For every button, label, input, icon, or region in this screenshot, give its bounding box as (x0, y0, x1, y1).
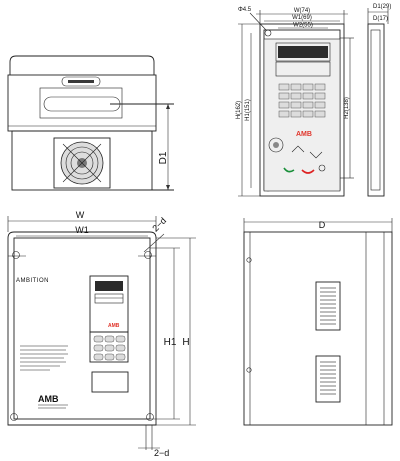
front-warning-text-block (20, 345, 68, 371)
front-nameplate (91, 371, 129, 393)
mount-hole-bottom-left (10, 413, 18, 421)
panel-side-view: D1(29) D(17) (367, 4, 391, 197)
panel-flange (259, 23, 345, 197)
panel-screw-hole-top (264, 29, 272, 37)
side-vent-lower (315, 355, 341, 403)
panel-down-arrow-icon (309, 151, 323, 159)
side-view-body (243, 231, 393, 426)
panel-lcd (278, 46, 328, 58)
top-view-cover (9, 55, 155, 75)
panel-up-arrow-icon (291, 145, 305, 153)
panel-stop-icon (301, 169, 315, 174)
front-2d-top-label: 2−d (150, 216, 168, 234)
top-view-body (7, 74, 157, 132)
front-brand-label: AMBITION (16, 278, 49, 284)
top-view-window (39, 87, 123, 119)
panel-keypad (278, 83, 326, 118)
panel-run-icon (283, 167, 295, 173)
front-view: W W1 2−d AMBITION AMB AMB (7, 210, 196, 458)
mount-hole-top-left (12, 251, 20, 259)
front-logo: AMB (38, 394, 59, 404)
side-vent-upper (315, 281, 341, 331)
panel-h-total-label: H(162) (236, 101, 242, 119)
panel-side-body (367, 23, 385, 197)
front-keypad (93, 335, 126, 361)
side-view: D (243, 218, 393, 426)
panel-w1-label: W1(69) (292, 15, 312, 21)
front-view-body (7, 231, 157, 426)
front-h-label: H (182, 337, 189, 348)
panel-w2-label: W2(55) (293, 23, 313, 29)
fan-housing (53, 137, 111, 189)
front-w-label: W (76, 210, 85, 220)
top-view: D1 (7, 55, 174, 191)
panel-w-total-label: W(74) (294, 8, 310, 14)
front-h1-label: H1 (164, 337, 177, 348)
front-lcd (95, 281, 123, 291)
panel-front-view: AMB W(74) W1(69) W2(55) Φ4.5 H(162) H1(1… (236, 7, 354, 197)
panel-knob-icon (268, 137, 284, 153)
front-w1-label: W1 (75, 225, 89, 235)
top-view-handle (61, 76, 101, 87)
panel-depth-label: D(17) (373, 16, 388, 22)
side-d-label: D (319, 220, 326, 230)
panel-h1-label: H1(151) (245, 99, 251, 121)
top-view-base (11, 130, 153, 191)
top-view-d1-label: D1 (158, 151, 169, 164)
mount-hole-bottom-right (146, 413, 154, 421)
mount-hole-top-right (144, 251, 152, 259)
panel-brand-logo: AMB (296, 131, 312, 138)
panel-hole-diameter-label: Φ4.5 (238, 7, 252, 13)
top-view-slot (43, 96, 121, 112)
front-panel-brand: AMB (108, 323, 120, 329)
panel-depth-total-label: D1(29) (373, 4, 391, 10)
panel-h2-label: H2(138) (344, 97, 350, 119)
front-2d-bottom-label: 2−d (154, 448, 169, 458)
